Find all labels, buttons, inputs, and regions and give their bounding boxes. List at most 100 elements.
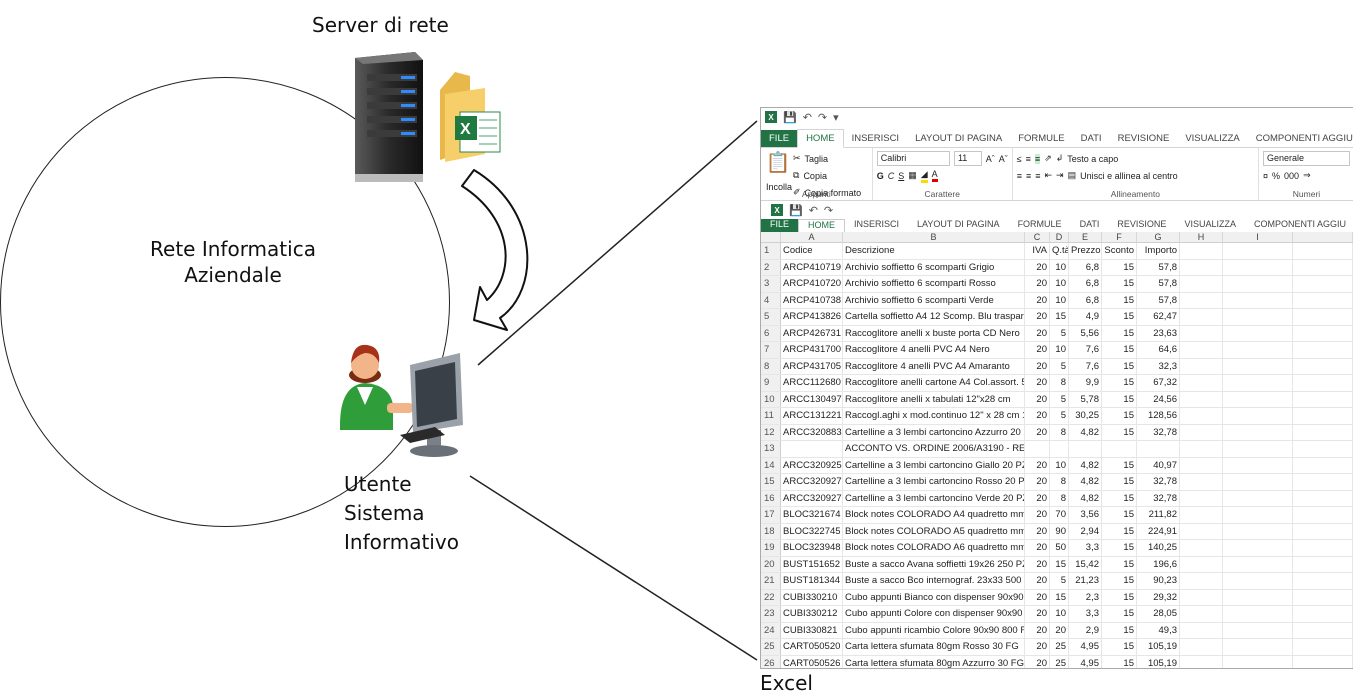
table-cell[interactable]: 20 (1025, 589, 1050, 605)
column-header[interactable]: E (1069, 232, 1102, 242)
table-cell[interactable] (1293, 556, 1353, 572)
table-cell[interactable]: 15 (1102, 358, 1137, 374)
table-cell[interactable]: 20 (1025, 556, 1050, 572)
table-cell[interactable]: Codice (781, 243, 843, 259)
table-cell[interactable] (1293, 655, 1353, 668)
inner-tab-page-layout[interactable]: LAYOUT DI PAGINA (917, 219, 1000, 229)
table-cell[interactable]: 20 (1025, 606, 1050, 622)
row-header[interactable]: 20 (761, 556, 781, 572)
table-cell[interactable]: 5 (1050, 408, 1069, 424)
table-cell[interactable] (1102, 441, 1137, 457)
table-cell[interactable]: 105,19 (1137, 655, 1180, 668)
table-cell[interactable]: Raccoglitore 4 anelli PVC A4 Nero (843, 342, 1025, 358)
table-cell[interactable] (1069, 441, 1102, 457)
table-cell[interactable]: 10 (1050, 292, 1069, 308)
table-cell[interactable] (1137, 441, 1180, 457)
table-cell[interactable]: 15 (1102, 292, 1137, 308)
column-header[interactable]: H (1180, 232, 1223, 242)
italic-button[interactable]: C (887, 170, 895, 181)
table-cell[interactable]: IVA (1025, 243, 1050, 259)
table-cell[interactable]: 32,3 (1137, 358, 1180, 374)
row-header[interactable]: 21 (761, 573, 781, 589)
table-cell[interactable]: 40,97 (1137, 457, 1180, 473)
table-cell[interactable]: 8 (1050, 424, 1069, 440)
table-cell[interactable] (1293, 292, 1353, 308)
table-cell[interactable]: 3,3 (1069, 540, 1102, 556)
inner-tab-review[interactable]: REVISIONE (1117, 219, 1167, 229)
table-cell[interactable] (1293, 606, 1353, 622)
select-all-corner[interactable] (761, 232, 781, 242)
table-cell[interactable]: Cartelline a 3 lembi cartoncino Giallo 2… (843, 457, 1025, 473)
table-cell[interactable]: 196,6 (1137, 556, 1180, 572)
table-cell[interactable]: 67,32 (1137, 375, 1180, 391)
table-cell[interactable]: 15,42 (1069, 556, 1102, 572)
table-cell[interactable] (1180, 243, 1223, 259)
table-cell[interactable] (1180, 358, 1223, 374)
table-cell[interactable]: 10 (1050, 276, 1069, 292)
table-cell[interactable]: 7,6 (1069, 358, 1102, 374)
table-cell[interactable]: 20 (1025, 474, 1050, 490)
table-cell[interactable]: 4,82 (1069, 424, 1102, 440)
table-cell[interactable] (1293, 573, 1353, 589)
table-cell[interactable]: 5 (1050, 391, 1069, 407)
table-cell[interactable]: 105,19 (1137, 639, 1180, 655)
column-header[interactable]: A (781, 232, 843, 242)
inner-redo-icon[interactable]: ↷ (823, 204, 834, 217)
redo-icon[interactable]: ↷ (817, 111, 828, 124)
table-cell[interactable]: 20 (1025, 507, 1050, 523)
table-cell[interactable] (1180, 325, 1223, 341)
table-cell[interactable] (1293, 408, 1353, 424)
table-cell[interactable] (1180, 408, 1223, 424)
table-cell[interactable]: Raccogl.aghi x mod.continuo 12" x 28 cm … (843, 408, 1025, 424)
table-cell[interactable] (1223, 276, 1293, 292)
table-cell[interactable] (1293, 622, 1353, 638)
table-cell[interactable]: 6,8 (1069, 259, 1102, 275)
table-cell[interactable] (1180, 622, 1223, 638)
table-cell[interactable]: 15 (1102, 375, 1137, 391)
row-header[interactable]: 9 (761, 375, 781, 391)
table-cell[interactable] (1180, 523, 1223, 539)
table-cell[interactable]: 4,95 (1069, 655, 1102, 668)
table-cell[interactable]: Carta lettera sfumata 80gm Azzurro 30 FG (843, 655, 1025, 668)
table-cell[interactable] (1025, 441, 1050, 457)
table-cell[interactable]: 32,78 (1137, 474, 1180, 490)
paste-button[interactable]: 📋 Incolla (765, 150, 793, 198)
align-bottom-icon[interactable]: ≡ (1034, 153, 1041, 164)
table-cell[interactable]: 9,9 (1069, 375, 1102, 391)
table-cell[interactable]: 3,56 (1069, 507, 1102, 523)
table-cell[interactable]: 20 (1025, 375, 1050, 391)
table-cell[interactable] (1293, 457, 1353, 473)
table-cell[interactable]: 15 (1102, 474, 1137, 490)
table-cell[interactable] (1293, 325, 1353, 341)
table-cell[interactable]: ARCC320927 (781, 490, 843, 506)
table-cell[interactable]: 2,9 (1069, 622, 1102, 638)
column-header[interactable] (1293, 232, 1353, 242)
table-cell[interactable] (1180, 441, 1223, 457)
table-cell[interactable]: 15 (1102, 639, 1137, 655)
tab-home[interactable]: HOME (797, 129, 844, 148)
table-cell[interactable]: 20 (1025, 259, 1050, 275)
inner-tab-insert[interactable]: INSERISCI (854, 219, 900, 229)
table-cell[interactable]: 24,56 (1137, 391, 1180, 407)
row-header[interactable]: 17 (761, 507, 781, 523)
format-painter-button[interactable]: ✐Copia formato (793, 184, 861, 201)
table-cell[interactable]: 4,95 (1069, 639, 1102, 655)
fill-color-icon[interactable]: ◢ (920, 169, 928, 183)
row-header[interactable]: 14 (761, 457, 781, 473)
table-cell[interactable]: 57,8 (1137, 276, 1180, 292)
table-cell[interactable] (1180, 457, 1223, 473)
inner-undo-icon[interactable]: ↶ (808, 204, 818, 217)
table-cell[interactable]: 20 (1025, 342, 1050, 358)
table-cell[interactable] (1293, 391, 1353, 407)
table-cell[interactable]: 10 (1050, 342, 1069, 358)
table-cell[interactable]: 20 (1025, 276, 1050, 292)
table-cell[interactable] (1223, 342, 1293, 358)
table-cell[interactable]: ACCONTO VS. ORDINE 2006/A3190 - RESIDUO … (843, 441, 1025, 457)
row-header[interactable]: 26 (761, 655, 781, 668)
table-cell[interactable]: 4,82 (1069, 474, 1102, 490)
table-cell[interactable] (1223, 622, 1293, 638)
table-cell[interactable]: 2,94 (1069, 523, 1102, 539)
row-header[interactable]: 22 (761, 589, 781, 605)
table-cell[interactable]: Prezzo (1069, 243, 1102, 259)
table-cell[interactable] (1223, 639, 1293, 655)
